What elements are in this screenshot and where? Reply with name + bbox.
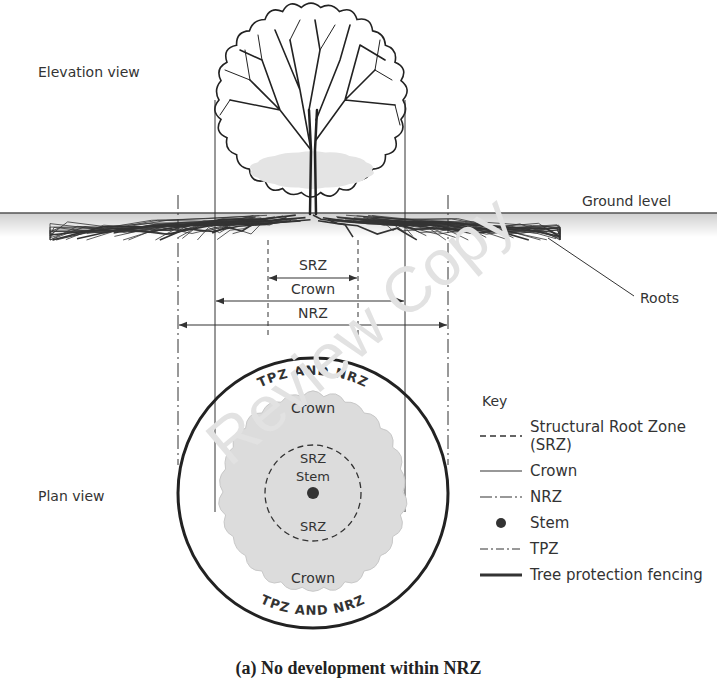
legend: Structural Root Zone (SRZ) CrownNRZ StemTP… (480, 418, 710, 592)
legend-text: Stem (530, 514, 706, 532)
zone-label: TPZ AND NRZ (259, 592, 368, 618)
view-label: Elevation view (38, 64, 140, 80)
dimension-label: SRZ (296, 257, 330, 273)
ground-label: Ground level (582, 193, 671, 209)
root-stroke (178, 216, 283, 238)
legend-text: Structural Root Zone (SRZ) (530, 418, 706, 454)
stem-dot (307, 487, 319, 499)
part-label: Roots (640, 290, 679, 306)
legend-text: TPZ (530, 540, 706, 558)
root-stroke (56, 219, 297, 240)
stem-label: Stem (296, 470, 330, 485)
legend-sample (480, 429, 522, 443)
leader-line (548, 238, 634, 296)
legend-sample (480, 490, 522, 504)
legend-text: Tree protection fencing (530, 566, 706, 584)
legend-sample (480, 464, 522, 478)
ground-line (0, 212, 717, 214)
legend-title: Key (482, 393, 507, 409)
tree-branches (220, 20, 400, 214)
legend-row: NRZ (480, 488, 710, 506)
legend-row: Crown (480, 462, 710, 480)
root-stroke (50, 218, 265, 240)
legend-row: Structural Root Zone (SRZ) (480, 418, 710, 454)
zone-label: Crown (291, 570, 335, 586)
caption: (a) No development within NRZ (0, 658, 717, 679)
legend-text: Crown (530, 462, 706, 480)
legend-sample (480, 516, 522, 530)
legend-sample (480, 542, 522, 556)
zone-label: SRZ (300, 452, 326, 467)
root-stroke (87, 218, 293, 233)
arc-label: TPZ AND NRZ (259, 592, 368, 618)
legend-row: Tree protection fencing (480, 566, 710, 584)
legend-sample (480, 568, 522, 582)
legend-row: Stem (480, 514, 710, 532)
view-label: Plan view (38, 488, 104, 504)
zone-label: SRZ (300, 520, 326, 535)
srz-circle (265, 445, 361, 541)
legend-text: NRZ (530, 488, 706, 506)
dimension-label: Crown (288, 281, 338, 297)
legend-row: TPZ (480, 540, 710, 558)
